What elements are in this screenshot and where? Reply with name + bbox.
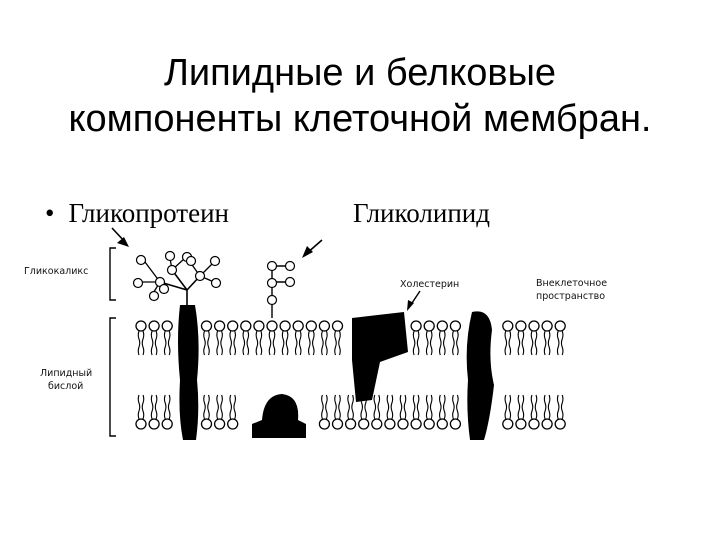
glycoprotein-shape — [132, 250, 222, 440]
lipid-molecule — [161, 394, 173, 430]
cholesterol-protein-shape — [352, 312, 408, 402]
lipid-molecule — [292, 320, 304, 356]
lipid-molecule — [515, 320, 527, 356]
lipid-molecule — [227, 320, 239, 356]
lipid-molecule — [449, 394, 462, 430]
lipid-layer-label-1: Липидный — [40, 368, 92, 379]
lipid-molecule — [541, 394, 553, 430]
bullet-item-glycolipid: Гликолипид — [353, 198, 490, 229]
lipid-molecule — [279, 320, 291, 356]
bullet-dot: • — [45, 198, 55, 228]
lipid-molecule — [200, 320, 213, 356]
lipid-molecule — [541, 320, 553, 356]
lipid-molecule — [213, 394, 226, 430]
lipid-molecule — [148, 394, 160, 430]
bullet-glycoprotein-label: Гликопротеин — [68, 198, 229, 228]
lipid-molecule — [410, 394, 422, 430]
lipid-molecule — [384, 394, 396, 430]
lipid-molecule — [554, 394, 566, 430]
lipid-molecule — [240, 320, 252, 356]
lipid-molecule — [554, 320, 566, 356]
lipid-molecule — [397, 394, 409, 430]
integral-protein-shape — [466, 311, 494, 440]
title-line-1: Липидные и белковые — [163, 52, 557, 94]
lipid-molecule — [423, 394, 435, 430]
peripheral-protein-shape — [252, 394, 306, 438]
bullet-glycolipid-label: Гликолипид — [353, 198, 490, 228]
lipid-molecule — [266, 320, 278, 356]
glycolipid-shape — [266, 260, 296, 318]
lipid-molecule — [423, 320, 435, 356]
extracellular-label-1: Внеклеточное — [536, 278, 607, 289]
lower-lipid-leaflet — [135, 394, 566, 430]
lipid-molecule — [135, 394, 147, 430]
lipid-layer-label-2: бислой — [48, 381, 83, 392]
lipid-molecule — [318, 394, 331, 430]
lipid-molecule — [200, 394, 213, 430]
lipid-molecule — [305, 320, 317, 356]
bilayer-bracket — [109, 317, 116, 437]
lipid-molecule — [253, 320, 265, 356]
lipid-molecule — [449, 320, 462, 356]
lipid-molecule — [436, 320, 448, 356]
lipid-molecule — [135, 320, 147, 356]
cholesterol-label: Холестерин — [400, 279, 459, 290]
lipid-molecule — [331, 394, 344, 430]
lipid-molecule — [515, 394, 527, 430]
lipid-molecule — [148, 320, 160, 356]
lipid-molecule — [528, 320, 540, 356]
lipid-molecule — [436, 394, 448, 430]
lipid-molecule — [344, 394, 357, 430]
slide-title: Липидные и белковые компоненты клеточной… — [0, 50, 720, 142]
lipid-molecule — [502, 394, 514, 430]
lipid-molecule — [213, 320, 226, 356]
bullet-item-glycoprotein: • Гликопротеин — [45, 198, 229, 229]
extracellular-label-2: пространство — [536, 291, 605, 302]
glycocalyx-bracket — [109, 247, 116, 301]
lipid-molecule — [371, 394, 383, 430]
lipid-molecule — [410, 320, 422, 356]
glycocalyx-label: Гликокаликс — [24, 266, 88, 277]
upper-lipid-leaflet — [135, 320, 566, 356]
lipid-molecule — [528, 394, 540, 430]
lipid-molecule — [161, 320, 173, 356]
title-line-2: компоненты клеточной мембран. — [68, 98, 652, 140]
lipid-molecule — [227, 394, 239, 430]
lipid-molecule — [318, 320, 331, 356]
lipid-molecule — [502, 320, 514, 356]
lipid-molecule — [331, 320, 344, 356]
